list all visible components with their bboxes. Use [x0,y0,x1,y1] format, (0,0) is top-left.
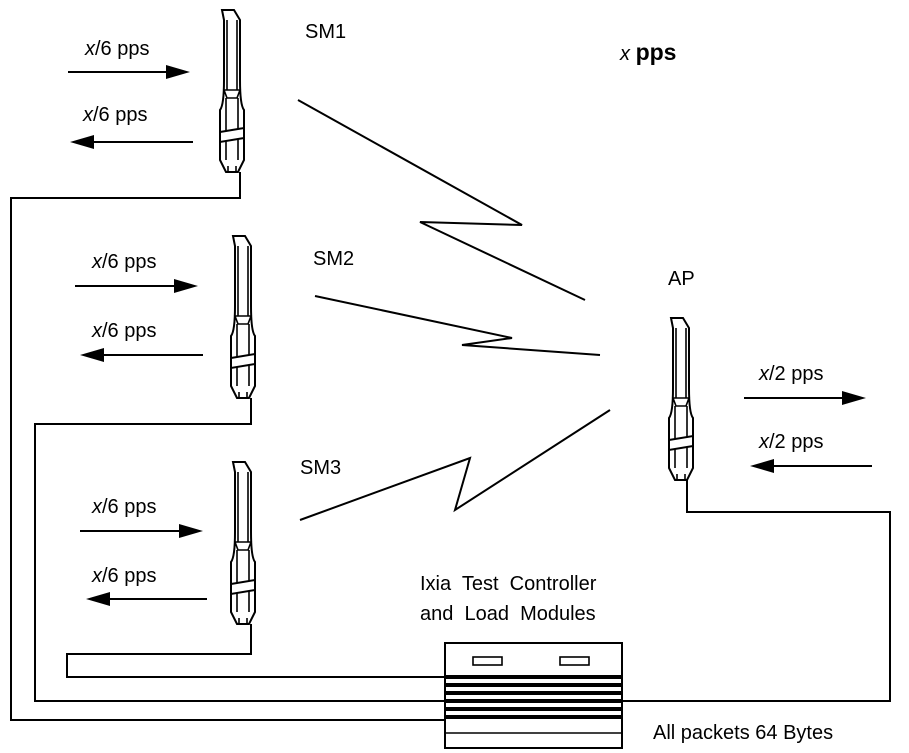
sm3-inbound-arrow [80,524,203,538]
sm2-radio-icon [230,235,256,399]
ap-inbound-arrow [750,459,872,473]
ap-outbound-rate: x/2 pps [758,363,823,385]
sm1-inbound-arrow [68,65,190,79]
sm3-outbound-rate: x/6 pps [91,565,156,587]
sm1-cable [10,172,445,721]
ap-radio-icon [668,317,694,481]
ap-cable [622,480,891,702]
controller-label-line2: and Load Modules [420,603,596,625]
sm1-label: SM1 [305,21,346,43]
sm2-inbound-rate: x/6 pps [91,251,156,273]
ap-label: AP [668,268,695,290]
wireless-link-sm1 [297,99,586,301]
sm3-radio-icon [230,461,256,625]
ixia-controller-chassis [444,642,623,749]
sm2-inbound-arrow [75,279,198,293]
packet-size-note: All packets 64 Bytes [653,722,833,744]
sm1-outbound-arrow [70,135,193,149]
sm1-inbound-rate: x/6 pps [84,38,149,60]
controller-label-line1: Ixia Test Controller [420,573,597,595]
sm2-cable [34,398,445,702]
sm3-label: SM3 [300,457,341,479]
wireless-link-sm2 [314,295,601,356]
sm3-inbound-rate: x/6 pps [91,496,156,518]
sm1-radio-icon [219,9,245,173]
ap-inbound-rate: x/2 pps [758,431,823,453]
sm2-outbound-arrow [80,348,203,362]
sm2-outbound-rate: x/6 pps [91,320,156,342]
sm3-outbound-arrow [86,592,207,606]
sm1-outbound-rate: x/6 pps [82,104,147,126]
total-rate-label: x pps [619,39,676,65]
wireless-link-sm3 [299,409,611,521]
sm2-label: SM2 [313,248,354,270]
sm3-cable [66,624,445,678]
ap-outbound-arrow [744,391,866,405]
